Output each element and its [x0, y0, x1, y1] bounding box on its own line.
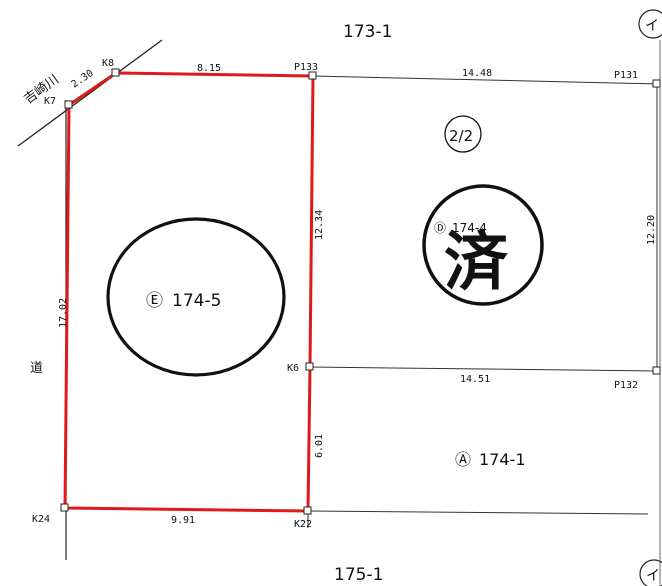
seal-circle	[422, 184, 544, 306]
parcel-e-circle	[106, 217, 286, 377]
marker-k7	[64, 100, 73, 109]
river-bank-line	[17, 39, 163, 147]
seal-character: 済	[444, 226, 509, 300]
parcel-e-mark: Ⓔ	[146, 291, 163, 311]
marker-k8	[111, 68, 120, 77]
point-label-k22: K22	[294, 519, 312, 530]
neighbor-top: 173-1	[343, 22, 392, 42]
parcel-a-number: 174-1	[479, 450, 526, 469]
point-label-k24: K24	[32, 514, 50, 525]
fraction-circle	[444, 115, 482, 153]
corner-mark-circle-bottom	[639, 559, 662, 586]
dim-k6-p132: 14.51	[460, 374, 490, 385]
point-label-k7: K7	[44, 96, 56, 107]
marker-p132	[652, 366, 661, 375]
marker-k22	[303, 506, 312, 515]
parcel-e-number: 174-5	[172, 291, 221, 311]
point-label-k8: K8	[102, 58, 114, 69]
dim-k6-k22: 6.01	[314, 434, 325, 458]
point-label-p132: P132	[614, 380, 638, 391]
dim-k8-p133: 8.15	[197, 63, 221, 74]
point-label-k6: K6	[287, 363, 299, 374]
corner-mark-top: イ	[645, 18, 659, 34]
line-k6-p132	[309, 366, 659, 372]
neighbor-bottom: 175-1	[334, 565, 383, 585]
marker-k6	[305, 362, 314, 371]
marker-k24	[60, 503, 69, 512]
parcel-a-mark: Ⓐ	[455, 450, 471, 469]
dim-p133-k6: 12.34	[314, 210, 325, 240]
dim-k24-k7: 17.02	[58, 298, 69, 328]
fraction-label: 2/2	[449, 127, 473, 145]
corner-mark-circle-top	[638, 9, 662, 39]
point-label-p131: P131	[614, 70, 638, 81]
marker-p133	[308, 71, 317, 80]
dim-p133-p131: 14.48	[462, 68, 492, 79]
line-k22-east	[307, 510, 649, 515]
point-label-p133: P133	[294, 62, 318, 73]
dim-p131-p132: 12.20	[646, 215, 657, 245]
road-label: 道	[30, 361, 43, 376]
line-p133-p131	[312, 75, 661, 85]
corner-mark-bottom: イ	[646, 568, 660, 584]
parcel-d-number: 174-4	[452, 221, 487, 235]
marker-p131	[652, 79, 661, 88]
dim-k7-k8: 2.30	[70, 68, 96, 91]
parcel-d-mark: Ⓓ	[434, 221, 446, 235]
dim-k24-k22: 9.91	[171, 515, 195, 526]
